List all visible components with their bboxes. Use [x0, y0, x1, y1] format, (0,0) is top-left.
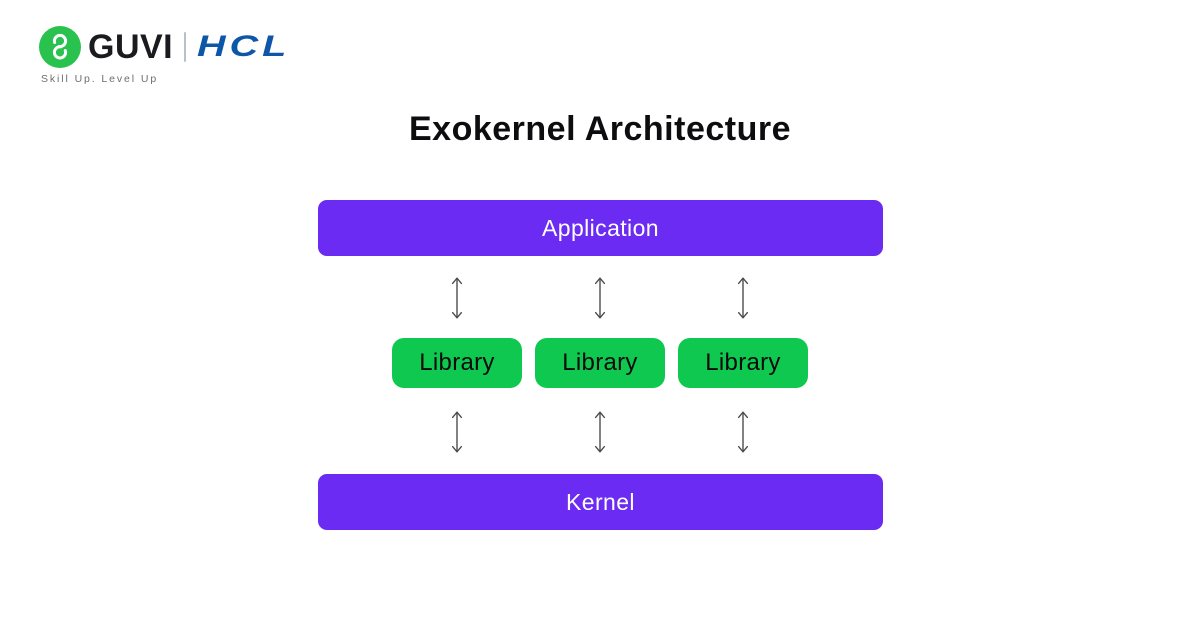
- double-arrow-icon: [737, 411, 749, 453]
- kernel-layer: Kernel: [318, 474, 883, 530]
- guvi-logo-icon: [39, 26, 81, 68]
- guvi-wordmark: GUVI: [88, 27, 174, 66]
- application-label: Application: [542, 214, 659, 241]
- library-label: Library: [705, 349, 781, 376]
- double-arrow-icon: [451, 277, 463, 319]
- library-label: Library: [419, 349, 495, 376]
- brand-divider: [184, 32, 187, 62]
- brand-header: GUVI HCL Skill Up. Level Up: [39, 24, 286, 85]
- hcl-wordmark: HCL: [197, 30, 291, 63]
- kernel-label: Kernel: [566, 488, 635, 515]
- brand-row: GUVI HCL: [39, 24, 286, 70]
- library-box: Library: [535, 338, 665, 388]
- brand-tagline: Skill Up. Level Up: [41, 73, 159, 85]
- double-arrow-icon: [594, 411, 606, 453]
- library-label: Library: [562, 349, 638, 376]
- library-box: Library: [678, 338, 808, 388]
- double-arrow-icon: [451, 411, 463, 453]
- library-box: Library: [392, 338, 522, 388]
- page-title: Exokernel Architecture: [409, 110, 791, 148]
- double-arrow-icon: [594, 277, 606, 319]
- guvi-logo-g-glyph: [52, 33, 68, 60]
- application-layer: Application: [318, 200, 883, 256]
- double-arrow-icon: [737, 277, 749, 319]
